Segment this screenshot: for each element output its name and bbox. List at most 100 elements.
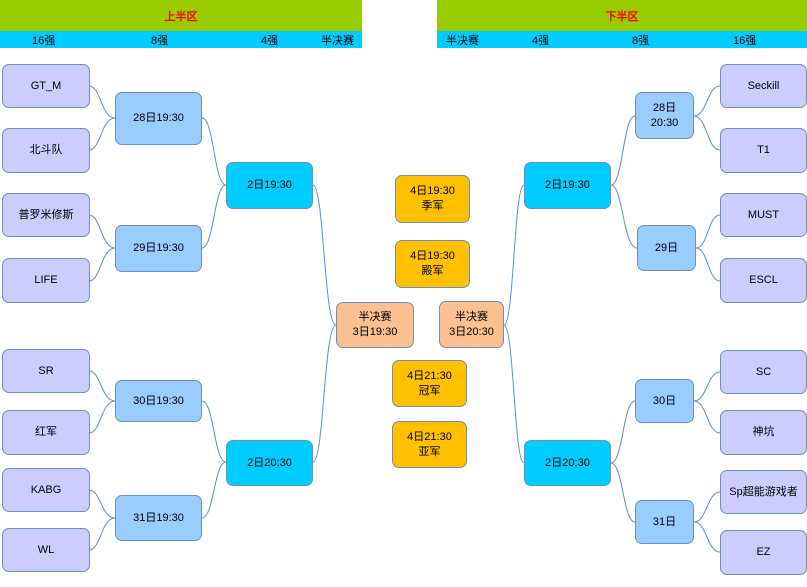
connector-line [88, 370, 116, 402]
match-time: 30日19:30 [133, 394, 184, 407]
upper-team-4: LIFE [2, 258, 90, 303]
lower-r8-match-2: 29日 [637, 225, 696, 271]
lower-half-header: 下半区 [437, 0, 807, 31]
upper-r8-match-2: 29日19:30 [115, 225, 202, 272]
connector-line [88, 247, 116, 282]
upper-team-8: WL [2, 528, 90, 572]
round-label-16: 16强 [32, 34, 56, 47]
round-label-16: 16强 [733, 34, 757, 47]
lower-team-2: T1 [720, 128, 807, 173]
connector-line [693, 115, 721, 151]
match-title: 亚军 [418, 445, 441, 458]
round-label-8: 8强 [151, 34, 169, 47]
lower-r4-match-1: 2日19:30 [524, 162, 611, 209]
lower-round-labels: 半决赛 4强 8强 16强 [437, 31, 807, 48]
match-date: 29日 [654, 241, 679, 254]
lower-r4-match-2: 2日20:30 [524, 440, 611, 486]
connector-line [201, 117, 227, 186]
connector-line [312, 324, 337, 463]
connector-line [610, 184, 638, 249]
lower-half-title: 下半区 [605, 10, 639, 23]
connector-line [88, 117, 116, 151]
connector-line [503, 324, 525, 464]
team-name: KABG [30, 483, 62, 496]
match-date: 30日 [652, 394, 677, 407]
fourth-place-match: 4日19:30 殿军 [395, 240, 470, 288]
upper-team-7: KABG [2, 468, 90, 512]
match-time: 4日21:30 [407, 430, 452, 443]
match-time: 28日19:30 [133, 112, 184, 124]
team-name: EZ [756, 546, 771, 558]
connector-line [693, 521, 721, 553]
match-time: 2日20:30 [247, 456, 292, 469]
team-name: 普罗米修斯 [18, 208, 74, 221]
connector-line [610, 115, 636, 186]
connector-line [312, 184, 337, 326]
round-label-semi: 半决赛 [321, 34, 354, 47]
match-time: 29日19:30 [133, 242, 184, 254]
match-time: 31日19:30 [133, 511, 184, 524]
match-date: 31日 [652, 515, 677, 528]
match-time: 4日21:30 [407, 369, 452, 382]
upper-team-5: SR [2, 349, 90, 393]
match-title: 季军 [421, 200, 444, 212]
match-time: 2日19:30 [247, 179, 292, 191]
match-time: 2日20:30 [545, 456, 590, 469]
upper-r4-match-1: 2日19:30 [226, 162, 313, 209]
team-name: ESCL [749, 274, 778, 286]
match-title: 殿军 [421, 265, 444, 277]
connector-line [695, 247, 721, 282]
connector-line [88, 400, 116, 434]
team-name: 神坑 [752, 426, 775, 438]
team-name: SC [755, 365, 772, 378]
lower-team-4: ESCL [720, 258, 807, 303]
upper-team-1: GT_M [2, 64, 90, 108]
upper-r4-match-2: 2日20:30 [226, 440, 313, 486]
connector-line [88, 214, 116, 249]
lower-r8-match-3: 30日 [635, 379, 694, 423]
upper-team-6: 红军 [2, 410, 90, 455]
connector-line [201, 400, 227, 463]
team-name: MUST [747, 208, 780, 221]
semi-label: 半决赛 [455, 310, 488, 323]
match-title: 冠军 [418, 384, 441, 397]
connector-line [88, 517, 116, 551]
round-label-4: 4强 [261, 34, 279, 47]
connector-line [695, 214, 721, 249]
team-name: WL [37, 543, 55, 556]
team-name: Seckill [747, 79, 780, 92]
round-label-semi: 半决赛 [446, 34, 479, 47]
semi-time: 3日19:30 [352, 326, 398, 338]
connector-line [693, 371, 721, 402]
lower-semifinal: 半决赛 3日20:30 [439, 301, 504, 348]
team-name: Sp超能游戏者 [729, 485, 798, 498]
match-date: 28日 [652, 101, 677, 114]
round-label-4: 4强 [532, 34, 550, 47]
match-time: 2日19:30 [545, 179, 590, 191]
runner-up-match: 4日21:30 亚军 [392, 421, 467, 468]
team-name: SR [38, 364, 54, 377]
semi-label: 半决赛 [358, 311, 392, 323]
lower-r8-match-1: 28日 20:30 [635, 92, 694, 139]
upper-r8-match-1: 28日19:30 [115, 92, 202, 145]
upper-r8-match-3: 30日19:30 [115, 380, 202, 422]
connector-line [88, 85, 116, 119]
team-name: 北斗队 [29, 144, 63, 156]
championship-match: 4日21:30 冠军 [392, 360, 467, 407]
connector-line [201, 184, 227, 249]
connector-line [610, 462, 636, 523]
lower-team-5: SC [720, 350, 807, 394]
team-name: LIFE [34, 274, 58, 286]
upper-team-2: 北斗队 [2, 128, 90, 173]
team-name: GT_M [30, 79, 62, 92]
upper-team-3: 普罗米修斯 [2, 193, 90, 237]
lower-team-3: MUST [720, 193, 807, 237]
connector-line [693, 85, 721, 117]
lower-team-8: EZ [720, 530, 807, 575]
semi-time: 3日20:30 [449, 325, 494, 338]
round-label-8: 8强 [632, 34, 650, 47]
connector-line [201, 461, 227, 519]
upper-round-labels: 16强 8强 4强 半决赛 [0, 31, 362, 48]
connector-line [88, 489, 116, 519]
